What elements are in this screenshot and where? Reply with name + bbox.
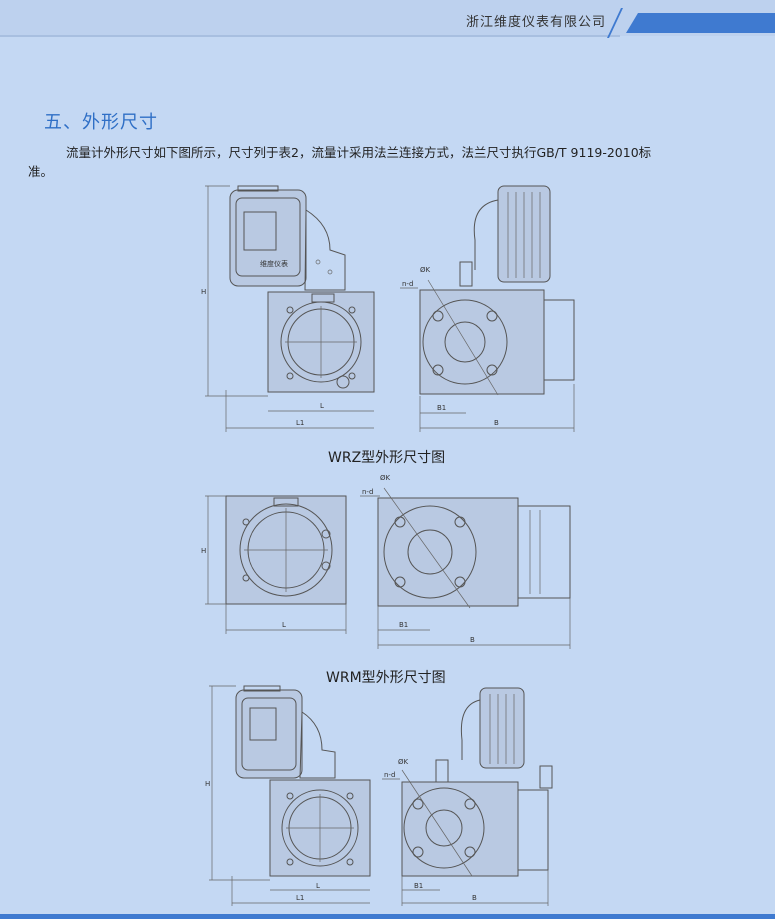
dim-label-h: H [201,288,206,296]
fig3-dim-label-l1: L1 [296,894,304,902]
fig3-dim-label-b1: B1 [414,882,423,890]
wrm-dim-label-k: ØK [380,474,391,482]
dim-label-b: B [494,419,499,427]
dim-label-k: ØK [420,266,431,274]
section-title: 五、外形尺寸 [44,112,158,133]
dim-label-l1: L1 [296,419,304,427]
company-name: 浙江维度仪表有限公司 [466,15,607,30]
wrz-side-view: ØK n-d B1 B [400,185,575,432]
wrz-front-view: 维度仪表 H L L1 [201,185,375,432]
wrm-front-view: H L [201,495,347,634]
wrm-dim-label-h: H [201,547,206,555]
display-badge: 维度仪表 [260,259,288,268]
wrm-side-view: ØK n-d B1 B [360,474,571,649]
paragraph-line-2: 准。 [28,164,54,179]
fig3-dim-label-k: ØK [398,758,409,766]
figure-caption-wrz: WRZ型外形尺寸图 [328,450,446,466]
wrm-dim-label-nd: n-d [362,488,373,496]
header-accent-block [626,13,775,33]
fig3-dim-label-b: B [472,894,477,902]
wrm-dim-label-b: B [470,636,475,644]
wrm-dim-label-l: L [282,621,286,629]
wrm-dim-label-b1: B1 [399,621,408,629]
section-paragraph: 流量计外形尺寸如下图所示，尺寸列于表2，流量计采用法兰连接方式，法兰尺寸执行GB… [28,143,728,181]
paragraph-line-1: 流量计外形尺寸如下图所示，尺寸列于表2，流量计采用法兰连接方式，法兰尺寸执行GB… [66,145,652,160]
footer-rule [0,914,775,919]
fig3-front-view: H L L1 [205,685,371,906]
dim-label-nd: n-d [402,280,413,288]
figure-caption-wrm: WRM型外形尺寸图 [326,670,446,686]
dim-label-l: L [320,402,324,410]
fig3-side-view: ØK n-d B1 B [382,687,553,906]
header-rule [0,35,620,37]
dim-label-b1: B1 [437,404,446,412]
header-bar: 浙江维度仪表有限公司 [0,0,775,38]
fig3-dim-label-h: H [205,780,210,788]
fig3-dim-label-nd: n-d [384,771,395,779]
fig3-dim-label-l: L [316,882,320,890]
